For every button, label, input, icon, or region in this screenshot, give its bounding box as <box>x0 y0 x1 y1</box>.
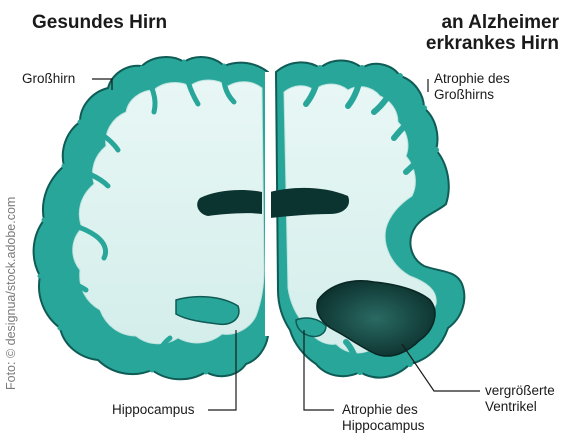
photo-credit: Foto: © designua/stock.adobe.com <box>4 197 18 390</box>
label-atrophie-grosshirn-line2: Großhirns <box>434 87 510 103</box>
label-grosshirn: Großhirn <box>22 71 75 87</box>
healthy-hemisphere <box>34 57 268 379</box>
label-ventrikel: vergrößerte Ventrikel <box>485 383 555 415</box>
label-atrophie-hippocampus-line1: Atrophie des <box>342 402 425 418</box>
label-atrophie-hippocampus: Atrophie des Hippocampus <box>342 402 425 434</box>
label-hippocampus: Hippocampus <box>112 402 195 418</box>
label-ventrikel-line1: vergrößerte <box>485 383 555 399</box>
label-ventrikel-line2: Ventrikel <box>485 399 555 415</box>
alzheimer-hemisphere <box>270 61 464 378</box>
label-atrophie-grosshirn: Atrophie des Großhirns <box>434 71 510 103</box>
label-atrophie-hippocampus-line2: Hippocampus <box>342 418 425 434</box>
label-atrophie-grosshirn-line1: Atrophie des <box>434 71 510 87</box>
